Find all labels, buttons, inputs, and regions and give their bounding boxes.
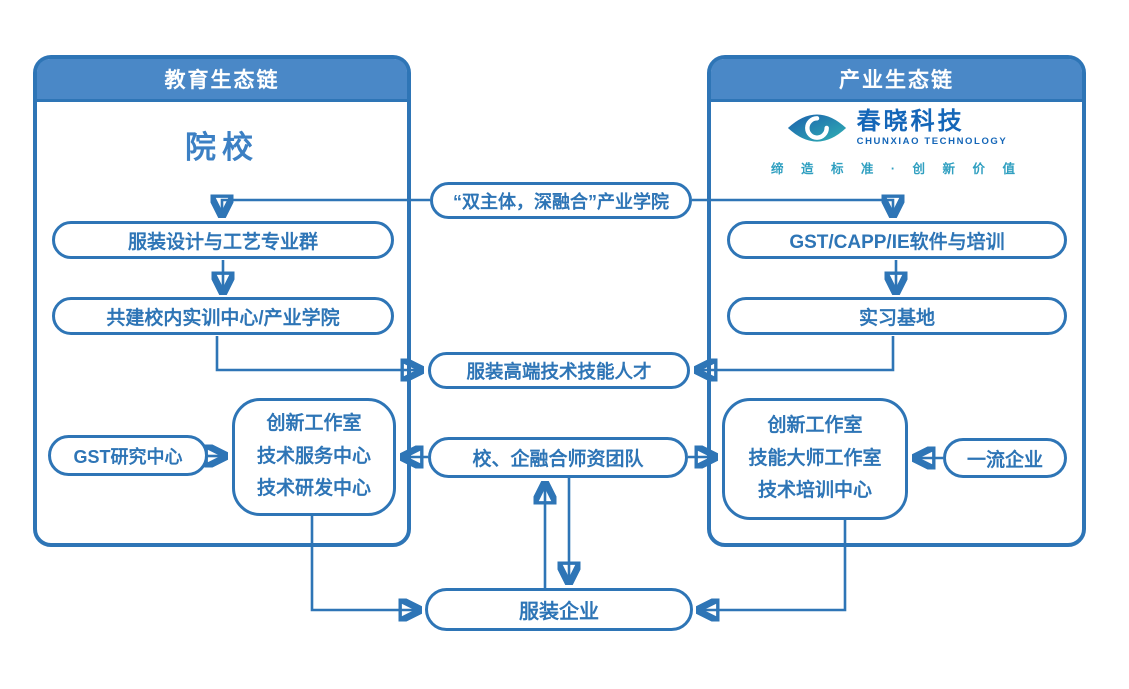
- left-centers-line-3: 技术研发中心: [256, 478, 371, 500]
- arrow-college-to-gstcapp: [692, 200, 893, 214]
- logo-names: 春晓科技 CHUNXIAO TECHNOLOGY: [857, 109, 1008, 147]
- node-industry-college: “双主体，深融合”产业学院: [430, 182, 692, 219]
- arrow-training-to-talent: [215, 336, 420, 370]
- logo-row: 春晓科技 CHUNXIAO TECHNOLOGY: [786, 106, 1008, 150]
- node-high-end-talent: 服装高端技术技能人才: [428, 352, 690, 389]
- education-chain-header: 教育生态链: [37, 59, 407, 102]
- arrow-college-to-major: [222, 200, 430, 214]
- arrow-leftcenters-to-fashionco: [310, 516, 418, 610]
- right-centers-line-1: 创新工作室: [767, 414, 863, 436]
- arrow-internship-to-talent: [698, 336, 895, 370]
- eye-swirl-logo-icon: [787, 114, 846, 142]
- left-centers-line-2: 技术服务中心: [256, 445, 371, 467]
- logo-name-en: CHUNXIAO TECHNOLOGY: [856, 136, 1008, 148]
- right-centers-line-3: 技术培训中心: [757, 480, 872, 502]
- left-centers-line-1: 创新工作室: [266, 412, 362, 434]
- logo-name-cn: 春晓科技: [856, 107, 965, 135]
- logo-slogan: 缔 造 标 准 · 创 新 价 值: [771, 162, 1022, 176]
- node-fashion-enterprise: 服装企业: [425, 588, 693, 631]
- node-teacher-team: 校、企融合师资团队: [428, 437, 688, 478]
- node-left-centers-box: 创新工作室 技术服务中心 技术研发中心: [232, 398, 396, 516]
- node-fashion-major-group: 服装设计与工艺专业群: [52, 221, 394, 259]
- node-gst-capp-software: GST/CAPP/IE软件与培训: [727, 221, 1067, 259]
- company-logo: 春晓科技 CHUNXIAO TECHNOLOGY 缔 造 标 准 · 创 新 价…: [707, 106, 1086, 177]
- node-training-center: 共建校内实训中心/产业学院: [52, 297, 394, 335]
- node-right-centers-box: 创新工作室 技能大师工作室 技术培训中心: [722, 398, 908, 520]
- node-top-enterprise: 一流企业: [943, 438, 1067, 478]
- node-internship-base: 实习基地: [727, 297, 1067, 335]
- right-centers-line-2: 技能大师工作室: [748, 447, 882, 469]
- colleges-title: 院校: [185, 130, 259, 165]
- node-gst-research-center: GST研究中心: [48, 435, 208, 476]
- industry-chain-header: 产业生态链: [711, 59, 1082, 102]
- arrow-rightcenters-to-fashionco: [700, 520, 847, 610]
